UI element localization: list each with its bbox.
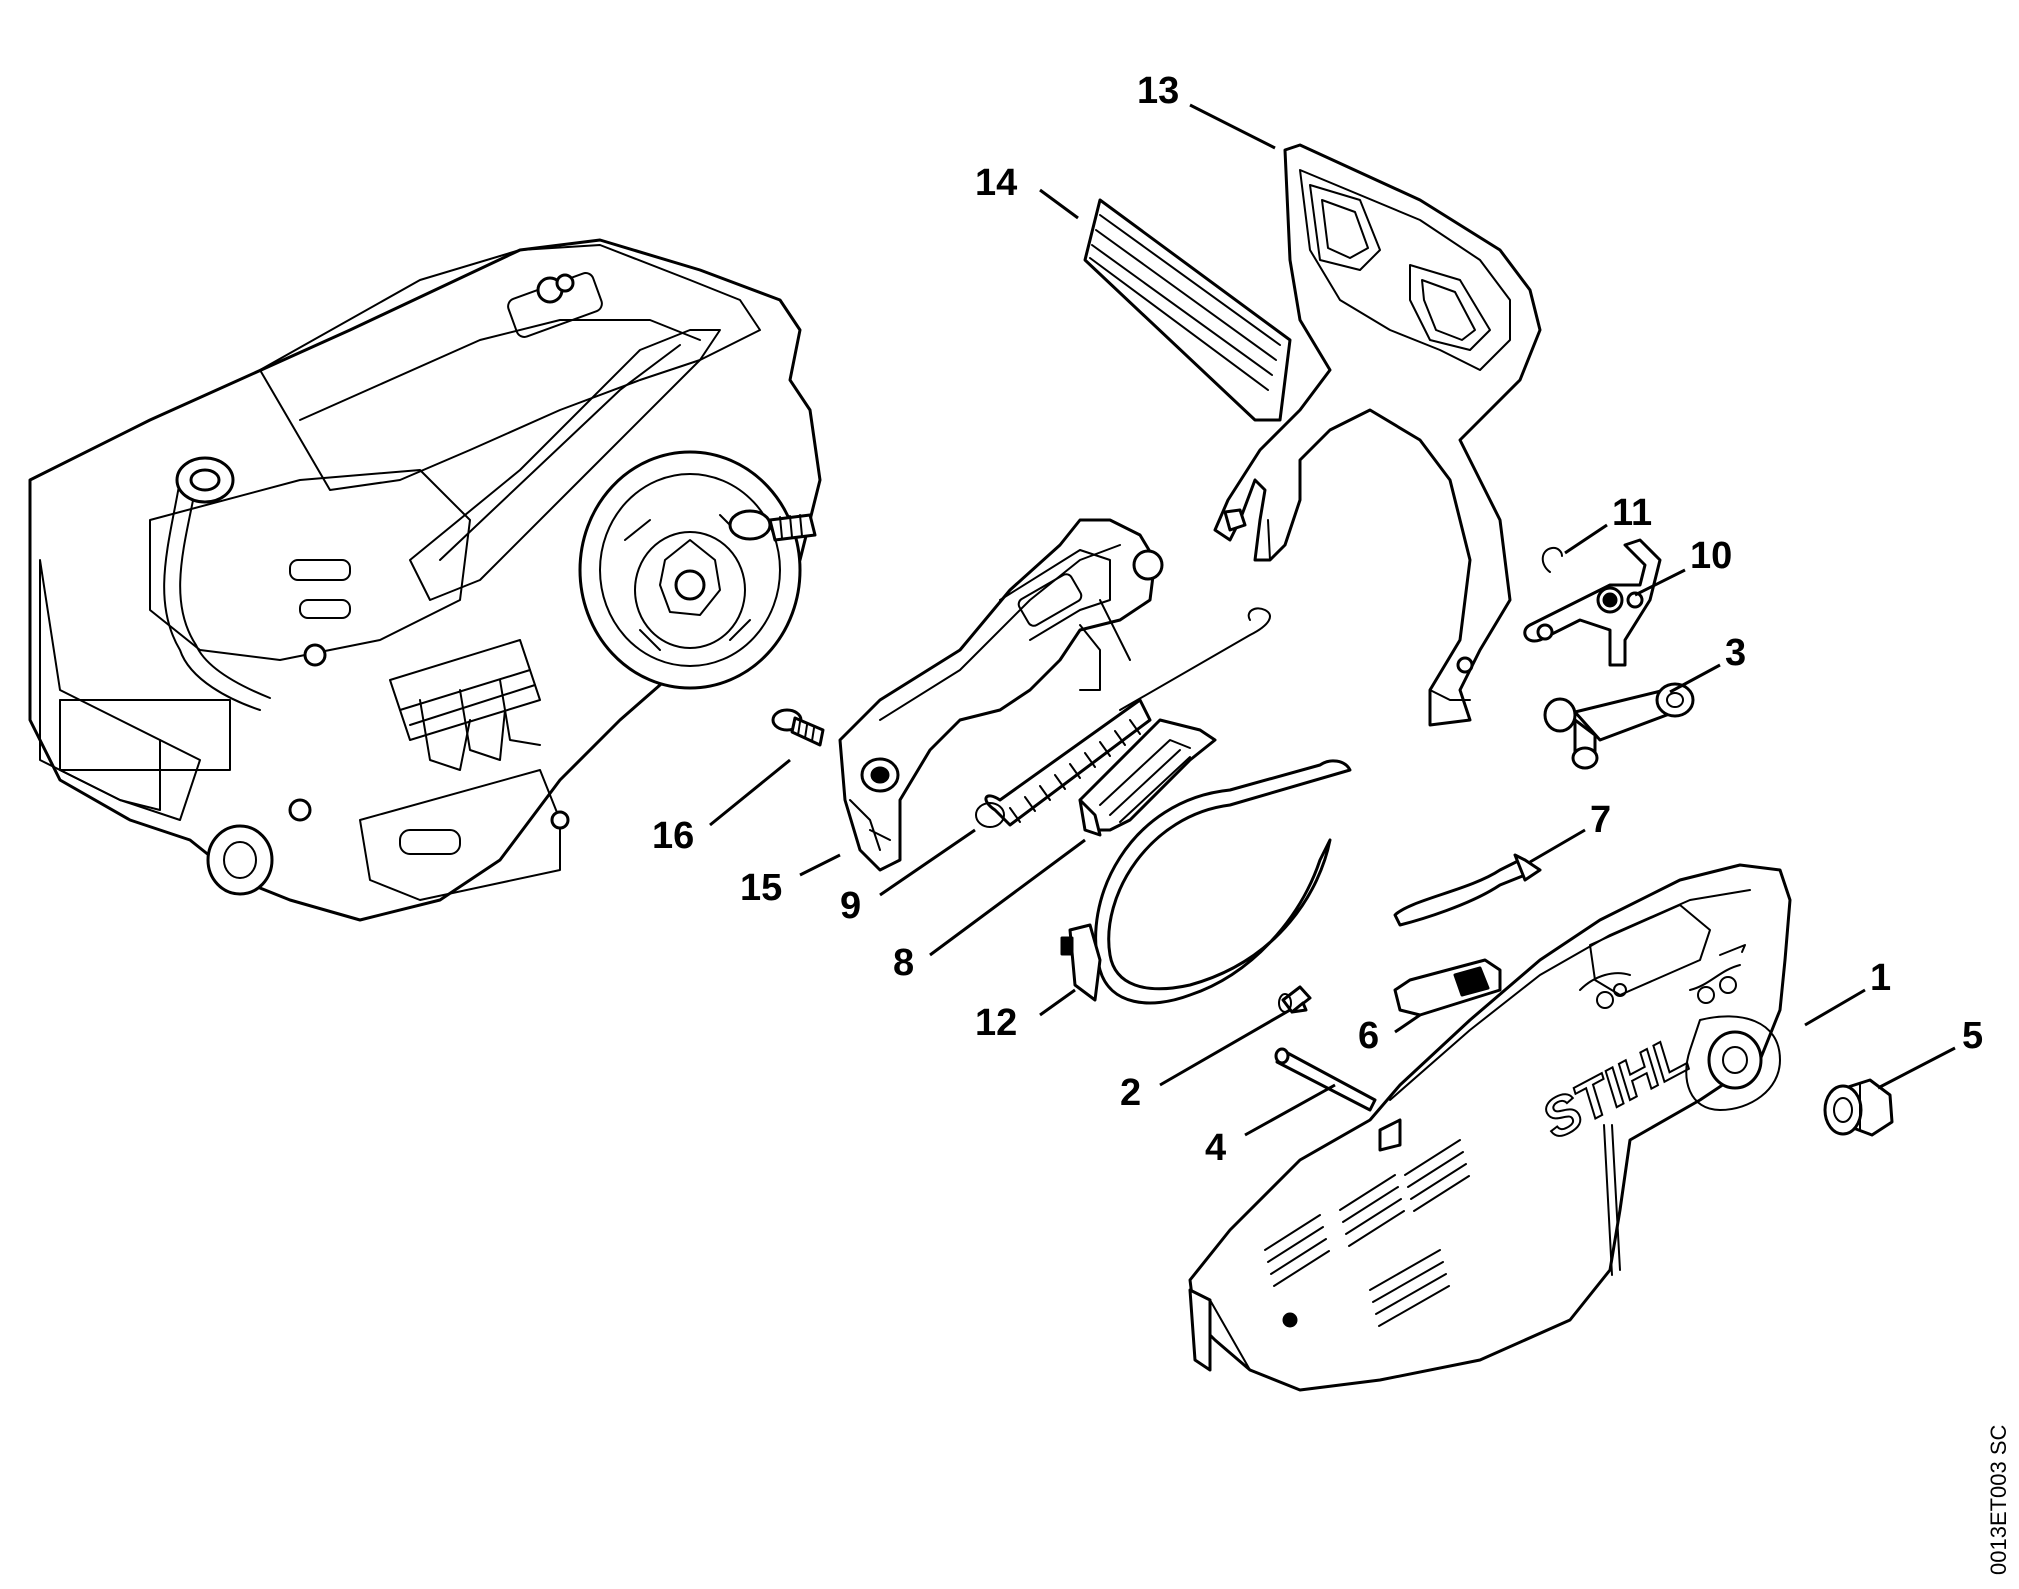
sprocket-cover: STIHL (1188, 863, 1792, 1392)
leader-14 (1039, 188, 1079, 220)
callout-8: 8 (893, 942, 914, 984)
leader-8 (929, 838, 1086, 957)
callout-6: 6 (1358, 1015, 1379, 1057)
leader-1 (1804, 988, 1866, 1027)
bellcrank (1543, 682, 1695, 770)
leader-4 (1244, 1083, 1336, 1137)
callout-15: 15 (740, 867, 782, 909)
callout-7: 7 (1590, 799, 1611, 841)
leader-7 (1529, 828, 1586, 864)
leader-10 (1634, 568, 1686, 597)
callout-13: 13 (1137, 70, 1179, 112)
brake-band (1060, 759, 1352, 1005)
leader-2 (1159, 1008, 1291, 1087)
callout-3: 3 (1725, 632, 1746, 674)
callout-11: 11 (1612, 492, 1652, 534)
callout-16: 16 (652, 815, 694, 857)
reference-code: 0013ET003 SC (1986, 1424, 2011, 1575)
callout-9: 9 (840, 885, 861, 927)
callout-10: 10 (1690, 535, 1732, 577)
callout-numbers: 1 2 3 4 5 6 7 8 9 10 11 12 13 14 15 16 (652, 70, 1983, 1169)
leader-12 (1039, 988, 1076, 1017)
lever (1523, 538, 1662, 667)
callout-1: 1 (1870, 957, 1891, 999)
leader-13 (1189, 103, 1276, 150)
callout-5: 5 (1962, 1015, 1983, 1057)
callout-4: 4 (1205, 1127, 1226, 1169)
leader-lines (709, 103, 1956, 1137)
guard-pad (1083, 198, 1292, 422)
engine-housing (28, 238, 822, 922)
leader-6 (1394, 1013, 1421, 1034)
leader-11 (1564, 523, 1608, 555)
e-clip (1541, 546, 1563, 573)
collar-nut (1823, 1078, 1894, 1137)
leader-16 (709, 758, 791, 827)
screw (771, 708, 825, 747)
spring-clip (1393, 853, 1542, 927)
leader-3 (1669, 663, 1721, 694)
hand-guard (1213, 143, 1542, 727)
callout-12: 12 (975, 1002, 1017, 1044)
spring (975, 607, 1271, 828)
adjuster-button (1393, 958, 1502, 1017)
brake-frame (838, 518, 1164, 872)
cover-vents (1264, 1139, 1470, 1327)
brake-clip (1078, 718, 1217, 837)
callout-14: 14 (975, 162, 1017, 204)
leader-9 (879, 828, 976, 897)
pin (1274, 1047, 1377, 1112)
sleeve (1278, 985, 1312, 1014)
callout-2: 2 (1120, 1072, 1141, 1114)
leader-5 (1877, 1046, 1956, 1090)
leader-15 (799, 853, 841, 877)
